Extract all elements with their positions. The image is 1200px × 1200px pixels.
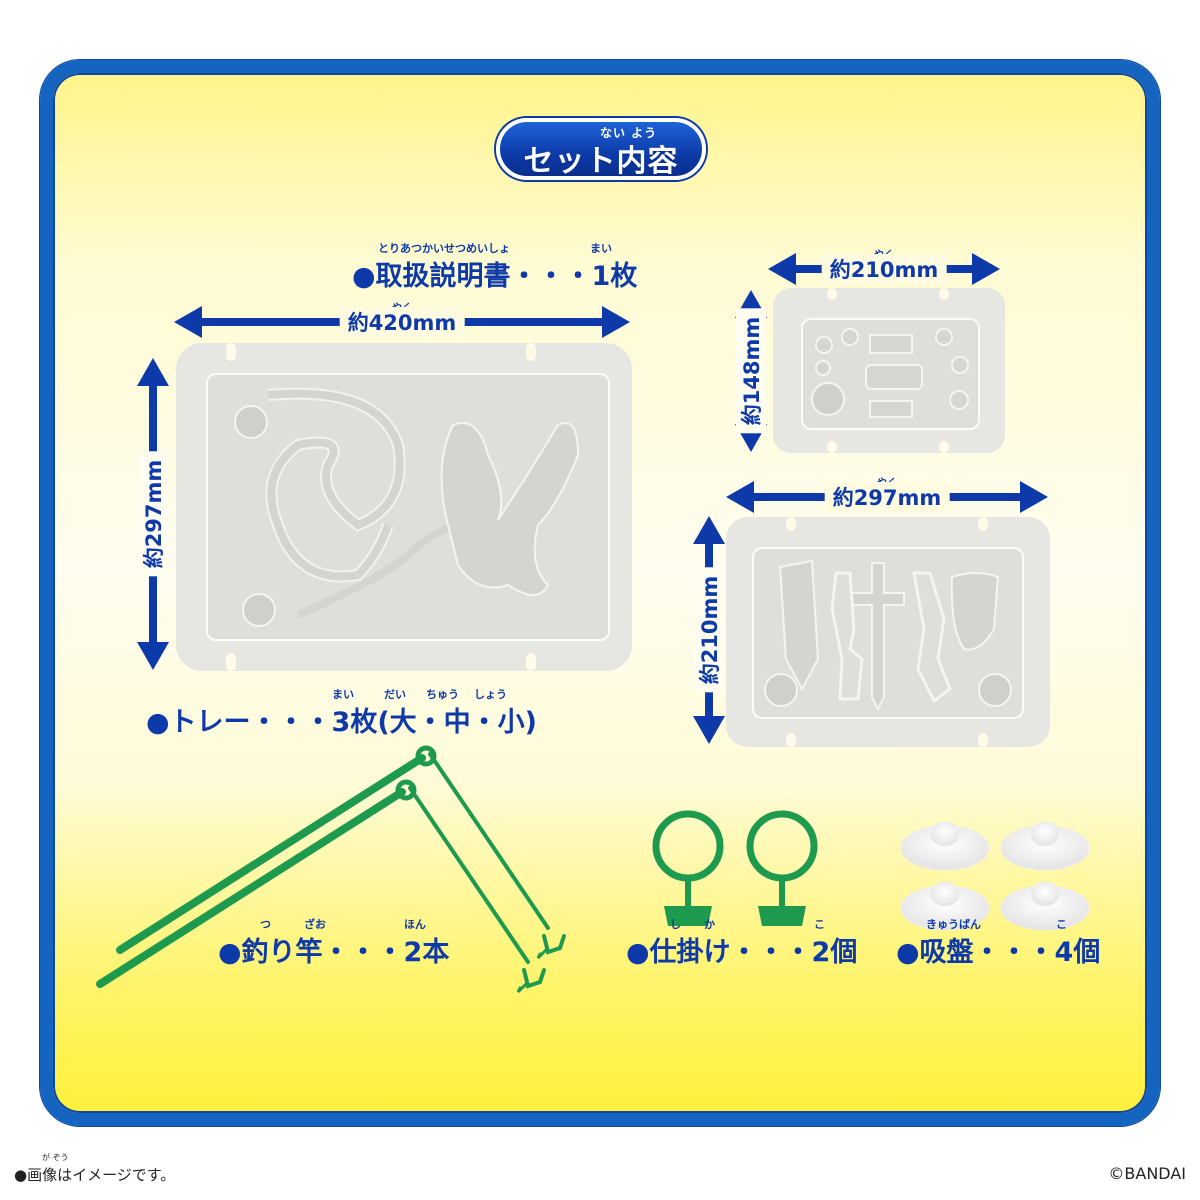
set-contents-title-badge: ない よう セット内容 <box>496 118 706 180</box>
small-tray-height: 約148mm <box>736 308 766 434</box>
medium-tray-height: 約210mm <box>694 567 724 693</box>
coin-mold <box>951 356 969 374</box>
coin-mold <box>949 390 969 410</box>
ruby-trays-count: まい <box>332 688 354 701</box>
large-tray-height-dimension: 約297mm <box>136 358 170 670</box>
ruby-tsu: つ <box>260 918 271 931</box>
arrow-right-icon <box>602 306 630 338</box>
ruby-zao: ざお <box>304 918 326 931</box>
coin-mold <box>935 328 953 346</box>
arrow-up-icon <box>693 516 725 544</box>
large-tray-height: 約297mm <box>138 451 168 577</box>
ruby-kyuban: きゅうばん <box>926 918 981 931</box>
ruby-instructions-count: まい <box>590 242 612 255</box>
tray-notch <box>978 733 988 747</box>
medium-tray-width: 約297mm <box>824 482 950 512</box>
tray-notch <box>526 653 536 671</box>
small-tray-image <box>773 288 1005 453</box>
small-tray-width: 約210mm <box>821 254 947 284</box>
item-instructions-label: ●取扱説明書・・・1枚 <box>352 261 638 292</box>
tray-notch <box>786 733 796 747</box>
arrow-down-icon <box>693 716 725 744</box>
coin-mold <box>815 336 833 354</box>
arrow-right-icon <box>1020 481 1048 513</box>
item-fishing-rods-label: ●釣り竿・・・2本 <box>218 937 450 968</box>
tray-notch <box>939 441 949 453</box>
tray-inner <box>206 373 610 641</box>
ruby-chuu: ちゅう <box>426 688 459 701</box>
tray-inner <box>801 318 980 430</box>
ruby-hon: ほん <box>404 918 426 931</box>
large-tray-width: 約420mm <box>339 307 465 337</box>
suction-cups-image <box>900 821 1090 931</box>
arrow-right-icon <box>972 253 1000 285</box>
tray-notch <box>226 653 236 671</box>
small-tray-width-dimension: やく 約210mm <box>768 250 1000 286</box>
coin-mold <box>841 328 859 346</box>
tray-hole <box>764 673 798 707</box>
arrow-up-icon <box>137 358 169 386</box>
ruby-shou: しょう <box>474 688 507 701</box>
arrow-left-icon <box>768 253 796 285</box>
money-mold <box>865 364 923 390</box>
image-disclaimer: が ぞう ●画像はイメージです。 <box>14 1153 176 1185</box>
item-trays: まい だい ちゅう しょう ●トレー・・・3枚(大・中・小) <box>146 688 538 739</box>
tray-hole <box>811 382 845 416</box>
tray-notch <box>827 288 837 300</box>
arrow-left-icon <box>726 481 754 513</box>
tray-hole <box>234 405 268 439</box>
tray-notch <box>978 517 988 531</box>
disclaimer-text: ●画像はイメージです。 <box>14 1166 176 1184</box>
weapon-molds-icon <box>778 559 1000 712</box>
card-mold <box>869 400 913 418</box>
card-mold <box>869 334 913 354</box>
item-instructions: とりあつかいせつめいしょ まい ●取扱説明書・・・1枚 <box>352 242 638 293</box>
medium-tray-height-dimension: 約210mm <box>692 516 726 744</box>
ruby-shi: し <box>670 918 681 931</box>
tray-notch <box>786 517 796 531</box>
disclaimer-ruby: が ぞう <box>42 1153 69 1162</box>
tray-notch <box>526 343 536 361</box>
item-hooks-label: ●仕掛け・・・2個 <box>626 937 858 968</box>
copyright: ©BANDAI <box>1108 1164 1186 1183</box>
tray-notch <box>226 343 236 361</box>
coin-mold <box>815 360 831 376</box>
medium-tray-image <box>726 517 1050 747</box>
arrow-down-icon <box>137 642 169 670</box>
ruby-ka: か <box>704 918 715 931</box>
fishing-rods-image <box>96 745 566 994</box>
item-suction-cups: きゅうばん こ ●吸盤・・・4個 <box>896 918 1101 969</box>
item-fishing-rods: つ ざお ほん ●釣り竿・・・2本 <box>218 918 450 969</box>
large-tray-width-dimension: やく 約420mm <box>174 303 630 339</box>
ruby-ko: こ <box>814 918 825 931</box>
small-tray-height-dimension: 約148mm <box>734 290 768 452</box>
arrow-left-icon <box>174 306 202 338</box>
medium-tray-width-dimension: やく 約297mm <box>726 478 1048 514</box>
tray-inner <box>752 547 1024 719</box>
ring-hooks-image <box>652 810 818 926</box>
large-tray-image <box>176 343 632 671</box>
tray-notch <box>939 288 949 300</box>
ruby-ko: こ <box>1056 918 1067 931</box>
tray-notch <box>827 441 837 453</box>
tray-hole <box>242 593 276 627</box>
title-ruby: ない よう <box>600 126 658 140</box>
page-title: セット内容 <box>523 144 679 179</box>
item-trays-label: ●トレー・・・3枚(大・中・小) <box>146 707 538 738</box>
dragon-mold-icon <box>265 387 580 619</box>
ruby-dai: だい <box>384 688 406 701</box>
ruby-instructions: とりあつかいせつめいしょ <box>378 242 510 255</box>
item-suction-cups-label: ●吸盤・・・4個 <box>896 937 1101 968</box>
item-hooks: し か こ ●仕掛け・・・2個 <box>626 918 858 969</box>
tray-hole <box>978 673 1012 707</box>
